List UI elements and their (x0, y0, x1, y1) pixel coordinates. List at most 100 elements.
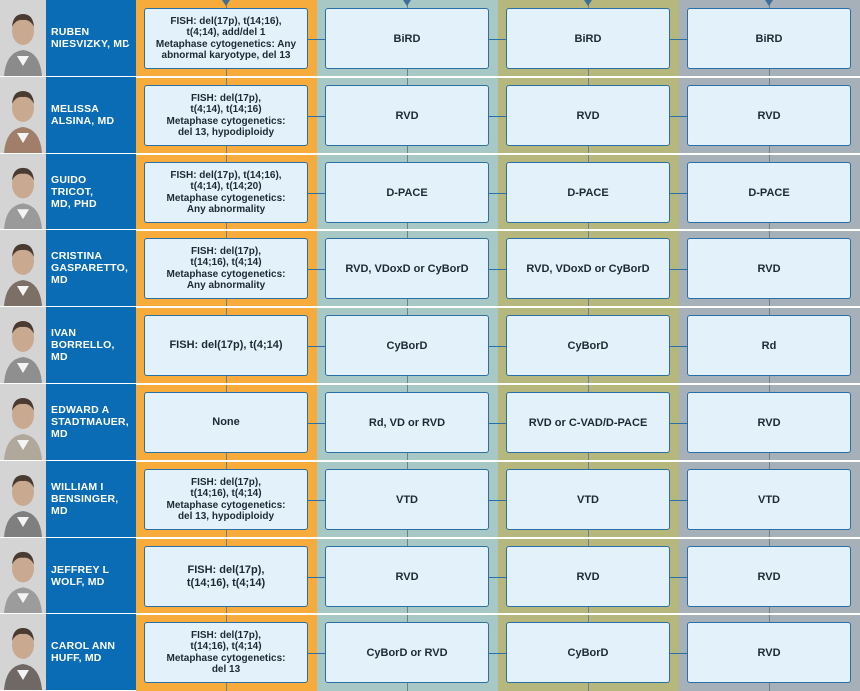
investigator-photo (0, 461, 46, 537)
investigator-name-line: GASPARETTO, (51, 262, 129, 274)
treatment-box-3: RVD (506, 546, 670, 607)
row-connector-line (489, 346, 506, 347)
fish-criteria-line: None (212, 416, 240, 428)
treatment-box-2: BiRD (325, 8, 489, 69)
person-portrait-icon (0, 77, 46, 153)
name-pointer-tab (128, 32, 136, 45)
treatment-box-2: VTD (325, 469, 489, 530)
person-portrait-icon (0, 538, 46, 613)
row-connector-line (308, 577, 325, 578)
treatment-box-4: RVD (687, 85, 851, 146)
fish-criteria-line: Metaphase cytogenetics: (166, 652, 286, 664)
treatment-label: RVD (576, 570, 600, 583)
treatment-label: VTD (577, 493, 599, 506)
treatment-box-4: RVD (687, 546, 851, 607)
investigator-name-line: HUFF, MD (51, 652, 102, 664)
row-separator (0, 76, 860, 78)
investigator-name-line: MD (51, 274, 68, 286)
row-connector-line (489, 653, 506, 654)
row-connector-line (308, 193, 325, 194)
investigator-name-line: WOLF, MD (51, 575, 105, 588)
treatment-box-3: D-PACE (506, 162, 670, 223)
row-connector-line (308, 269, 325, 270)
treatment-box-4: RVD (687, 622, 851, 683)
treatment-label: VTD (758, 493, 780, 506)
treatment-label: BiRD (574, 32, 602, 45)
investigator-photo (0, 384, 46, 460)
investigator-photo (0, 307, 46, 383)
fish-criteria-box: FISH: del(17p), t(14;16),t(4;14), t(14;2… (144, 162, 308, 223)
investigator-name-line: IVAN (51, 327, 77, 339)
name-pointer-tab (128, 262, 136, 275)
treatment-box-2: D-PACE (325, 162, 489, 223)
investigator-name-line: BORRELLO, MD (51, 339, 115, 363)
fish-criteria-box: FISH: del(17p),t(14;16), t(4;14)Metaphas… (144, 622, 308, 683)
fish-criteria-line: Metaphase cytogenetics: (166, 499, 286, 511)
treatment-box-2: RVD, VDoxD or CyBorD (325, 238, 489, 299)
person-portrait-icon (0, 384, 46, 460)
treatment-label: Rd (761, 339, 777, 352)
treatment-box-3: BiRD (506, 8, 670, 69)
investigator-name-line: EDWARD A (51, 404, 110, 416)
row-connector-line (670, 423, 687, 424)
treatment-label: RVD (757, 109, 781, 122)
treatment-label: RVD, VDoxD or CyBorD (526, 262, 650, 275)
treatment-label: RVD (576, 109, 600, 122)
row-connector-line (670, 269, 687, 270)
investigator-name-line: NIESVIZKY, MD (51, 38, 131, 50)
treatment-box-4: RVD (687, 238, 851, 299)
treatment-box-2: Rd, VD or RVD (325, 392, 489, 453)
row-separator (0, 537, 860, 539)
treatment-label: RVD (395, 570, 419, 583)
fish-criteria-line: Metaphase cytogenetics: Any (155, 38, 297, 50)
investigator-name-line: ALSINA, MD (51, 115, 115, 127)
fish-criteria-line: FISH: del(17p), (190, 245, 261, 257)
row-connector-line (308, 116, 325, 117)
fish-criteria-line: t(14;16), t(4;14) (186, 576, 266, 589)
investigator-name-line: CAROL ANN (51, 640, 116, 652)
row-separator (0, 306, 860, 308)
column-2-arrow-icon (403, 0, 411, 6)
fish-criteria-line: FISH: del(17p), t(4;14) (169, 339, 283, 351)
treatment-label: RVD (757, 570, 781, 583)
treatment-box-3: VTD (506, 469, 670, 530)
fish-criteria-line: abnormal karyotype, del 13 (161, 50, 291, 61)
treatment-box-2: RVD (325, 85, 489, 146)
fish-criteria-box: FISH: del(17p),t(14;16), t(4;14)Metaphas… (144, 238, 308, 299)
row-separator (0, 153, 860, 155)
fish-criteria-line: FISH: del(17p), (190, 92, 261, 104)
column-fish-arrow-icon (222, 0, 230, 6)
treatment-label: VTD (396, 493, 418, 506)
investigator-name-line: CRISTINA (51, 250, 103, 262)
row-separator (0, 229, 860, 231)
investigator-photo (0, 614, 46, 690)
row-connector-line (670, 193, 687, 194)
row-connector-line (670, 653, 687, 654)
treatment-label: D-PACE (386, 186, 428, 199)
fish-criteria-box: FISH: del(17p),t(14;16), t(4;14)Metaphas… (144, 469, 308, 530)
fish-criteria-line: Metaphase cytogenetics: (166, 115, 286, 127)
row-connector-line (308, 39, 325, 40)
treatment-label: RVD (757, 416, 781, 429)
treatment-box-2: CyBorD (325, 315, 489, 376)
treatment-label: CyBorD (386, 339, 428, 352)
investigator-name-line: JEFFREY L (51, 563, 110, 576)
treatment-box-4: RVD (687, 392, 851, 453)
treatment-box-3: RVD, VDoxD or CyBorD (506, 238, 670, 299)
investigator-photo (0, 154, 46, 229)
fish-criteria-line: t(14;16), t(4;14) (190, 641, 262, 652)
fish-criteria-line: del 13, hypodiploidy (177, 127, 275, 138)
column-4-arrow-icon (765, 0, 773, 6)
row-connector-line (489, 577, 506, 578)
treatment-box-3: CyBorD (506, 622, 670, 683)
fish-criteria-line: del 13, hypodiploidy (177, 511, 275, 522)
treatment-box-2: CyBorD or RVD (325, 622, 489, 683)
